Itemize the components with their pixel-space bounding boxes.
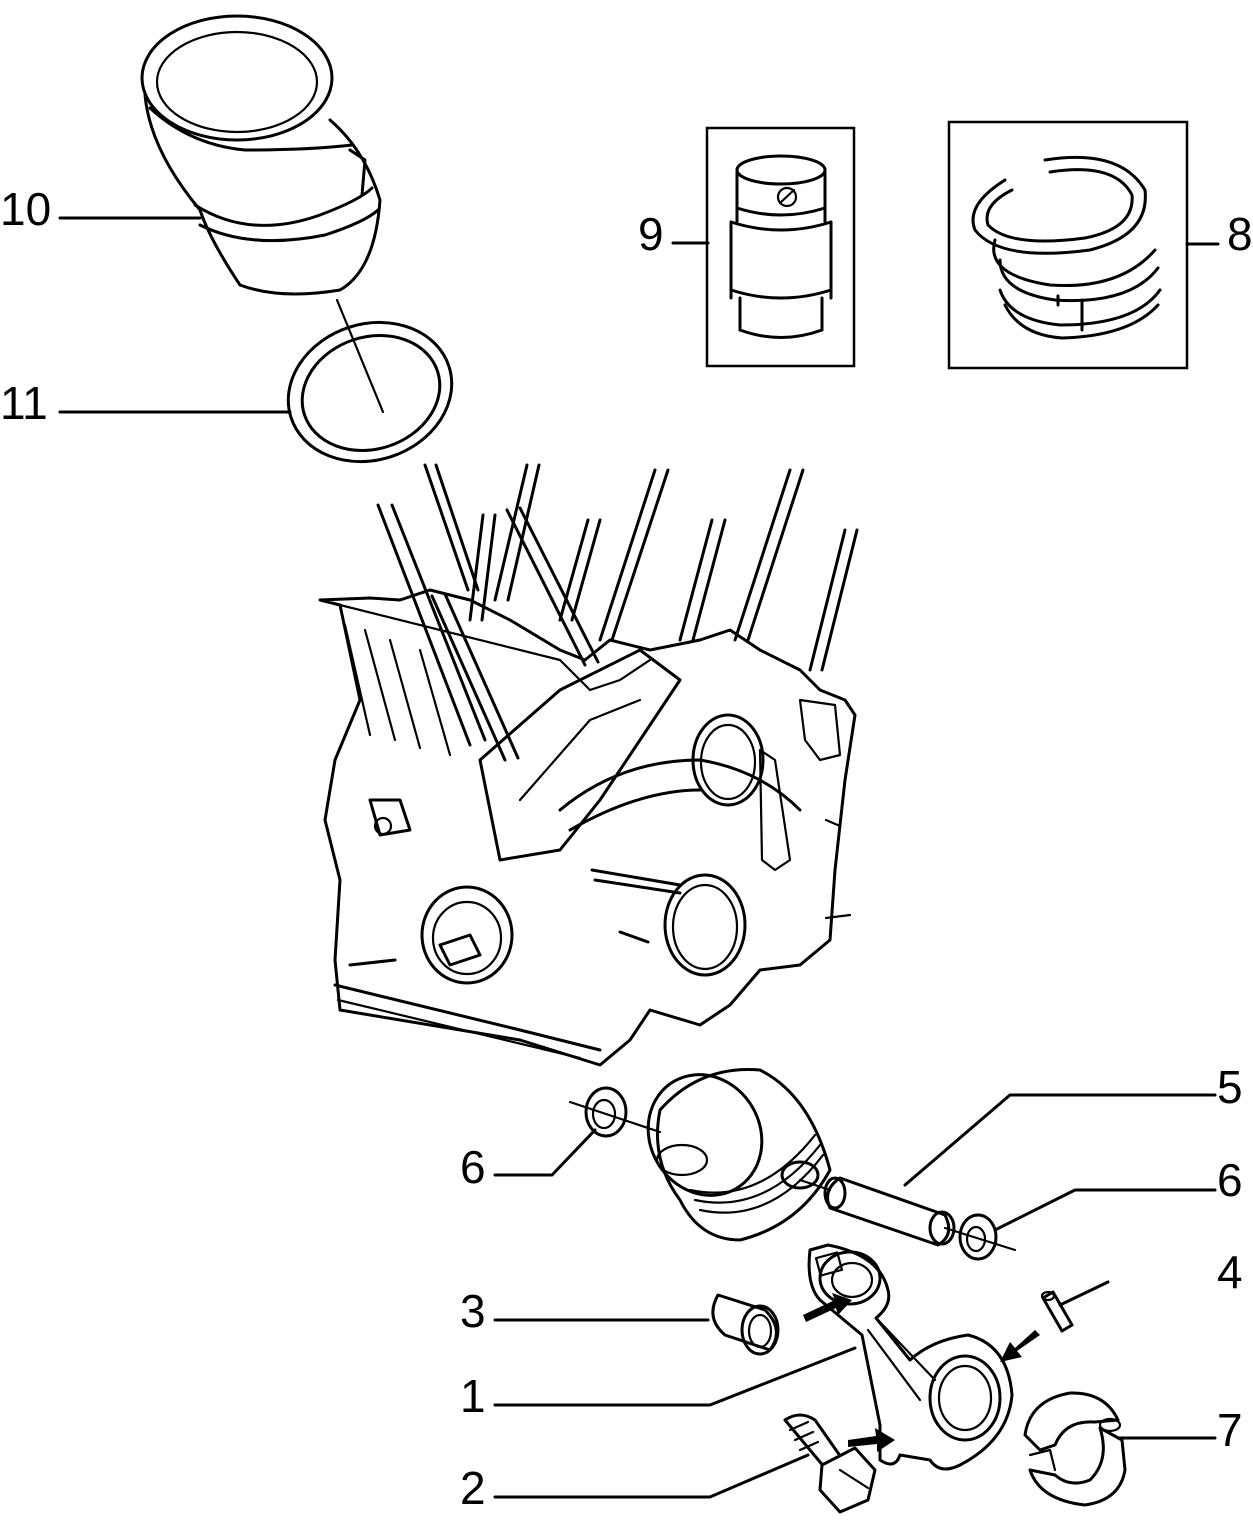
callout-2: 2 (460, 1462, 486, 1514)
cylinder-head-studs (376, 463, 859, 762)
callout-6-left: 6 (460, 1141, 486, 1193)
callout-10: 10 (0, 183, 51, 235)
big-end-bearing-shells (1023, 1391, 1127, 1507)
callout-4: 4 (1217, 1246, 1243, 1298)
rod-bolt (783, 1413, 877, 1514)
circlip-left (568, 1086, 662, 1138)
callout-1: 1 (460, 1370, 486, 1422)
tappet-box (705, 126, 856, 368)
callout-6-right: 6 (1217, 1154, 1243, 1206)
piston (646, 1068, 832, 1242)
callout-5: 5 (1217, 1061, 1243, 1113)
cylinder-liner (140, 14, 382, 296)
callout-11: 11 (0, 377, 48, 429)
callout-9: 9 (638, 208, 664, 260)
dowel-pin (1040, 1290, 1074, 1333)
engine-block (318, 463, 859, 1067)
callout-7: 7 (1217, 1404, 1243, 1456)
connecting-rod (803, 1243, 1040, 1471)
liner-seal-ring (286, 298, 454, 464)
piston-rings-box (947, 120, 1189, 370)
small-end-bush (711, 1293, 780, 1356)
gudgeon-pin (798, 1176, 956, 1247)
callout-8: 8 (1227, 208, 1253, 260)
leader-lines (58, 216, 1220, 1499)
callouts: 10 11 9 8 5 6 6 4 3 1 7 2 (0, 183, 1253, 1514)
circlip-right (943, 1213, 1017, 1261)
callout-3: 3 (460, 1285, 486, 1337)
